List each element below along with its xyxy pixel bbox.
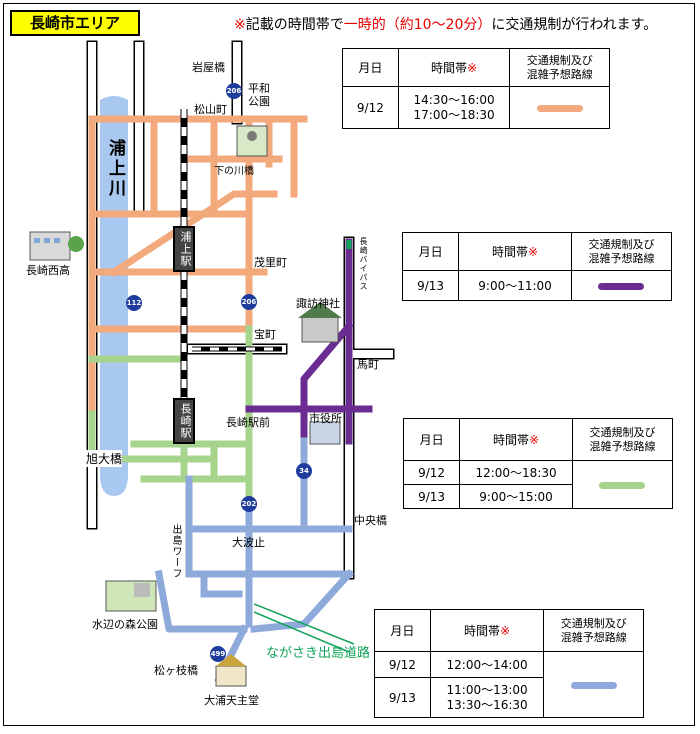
route-shield-34: 34 [296,463,312,479]
legend-swatch-cell [543,651,644,718]
label-shimonokawa: 下の川橋 [214,166,254,177]
legend-header-route: 交通規制及び 混雑予想路線 [543,609,644,652]
station-urakami: 浦上駅 [173,226,195,272]
notice-text1: 記載の時間帯で [245,17,344,33]
legend-header-time: 時間帯※ [429,609,545,652]
label-ekimae: 長崎駅前 [226,416,270,429]
map-frame: 長崎市エリア ※記載の時間帯で一時的（約10～20分）に交通規制が行われます。 … [3,3,695,726]
legend-time: 12:00～14:00 [429,651,545,678]
legend-time: 9:00～11:00 [458,270,572,301]
route-shield-206-south: 206 [241,294,257,310]
legend-date: 9/13 [402,484,461,509]
legend-swatch-orange [536,104,583,112]
city-hall-icon [309,421,341,445]
dejima-road [253,603,355,653]
label-nishi-high: 長崎西高 [26,264,70,277]
legend-swatch-cell [509,86,610,129]
legend-swatch-blue [570,681,617,689]
route-shield-112: 112 [126,295,142,311]
legend-header-route: 交通規制及び 混雑予想路線 [570,232,673,271]
label-oura: 大浦天主堂 [204,694,259,707]
oura-church-icon [215,654,247,687]
legend-header-time: 時間帯※ [459,418,573,461]
orange-routes [88,115,308,418]
legend-header-time: 時間帯※ [397,48,511,87]
label-dejima-road: ながさき出島道路 [266,646,371,661]
legend-time: 12:00～18:30 [459,460,573,485]
legend-table-orange: 月日 時間帯※ 交通規制及び 混雑予想路線 9/12 14:30～16:00 1… [342,48,610,129]
notice-mark: ※ [234,17,246,33]
legend-swatch-cell [571,460,674,509]
heiwa-park-icon [236,125,268,157]
route-shield-202: 202 [241,496,257,512]
legend-swatch-green [599,481,646,489]
legend-date: 9/12 [402,460,461,485]
route-shield-499: 499 [210,646,226,662]
label-matsugae: 松ヶ枝橋 [154,664,198,677]
legend-table-purple: 月日 時間帯※ 交通規制及び 混雑予想路線 9/13 9:00～11:00 [401,232,673,301]
notice: ※記載の時間帯で一時的（約10～20分）に交通規制が行われます。 [234,14,657,34]
label-city-hall: 市役所 [309,412,342,425]
route-shield-206-north: 206 [226,83,242,99]
label-iwaya: 岩屋橋 [192,61,225,74]
suwa-shrine-icon [298,302,342,343]
legend-header-time: 時間帯※ [458,232,572,271]
legend-table-green: 月日 時間帯※ 交通規制及び 混雑予想路線 9/12 12:00～18:30 9… [402,418,674,509]
urakami-river [100,96,128,496]
legend-header-date: 月日 [342,48,399,87]
legend-time: 11:00～13:00 13:30～16:30 [429,677,545,718]
legend-date: 9/12 [342,86,399,129]
label-uma: 馬町 [357,358,379,371]
notice-red: 一時的（約10～20分） [343,17,492,33]
legend-swatch-purple [598,282,645,290]
legend-header-date: 月日 [402,418,461,461]
label-asahi: 旭大橋 [86,450,123,467]
mizube-park-icon [105,580,157,612]
notice-text2: に交通規制が行われます。 [491,17,658,33]
legend-header-date: 月日 [374,609,431,652]
legend-header-route: 交通規制及び 混雑予想路線 [571,418,674,461]
legend-date: 9/12 [374,651,431,678]
label-takara: 宝町 [254,328,276,341]
label-chuo: 中央橋 [354,514,387,527]
legend-swatch-cell [570,270,673,301]
nishi-high-icon [29,231,84,261]
river-label: 浦上川 [105,139,125,199]
purple-routes [245,238,373,445]
label-bypass: 長崎バイパス [359,237,368,291]
station-nagasaki: 長崎駅 [173,398,195,444]
legend-date: 9/13 [401,270,460,301]
label-suwa: 諏訪神社 [296,297,340,310]
legend-time: 14:30～16:00 17:00～18:30 [397,86,511,129]
legend-table-blue: 月日 時間帯※ 交通規制及び 混雑予想路線 9/12 12:00～14:00 9… [374,609,644,718]
label-matsuyama: 松山町 [194,103,227,116]
label-mizube: 水辺の森公園 [92,618,158,631]
label-mori: 茂里町 [254,256,287,269]
legend-time: 9:00～15:00 [459,484,573,509]
route-map [29,40,395,687]
area-label: 長崎市エリア [10,10,140,36]
label-heiwa-park: 平和 公園 [248,82,270,108]
legend-header-route: 交通規制及び 混雑予想路線 [509,48,610,87]
label-ohato: 大波止 [232,536,265,549]
label-dejima-wharf: 出島ワーフ [170,524,181,579]
legend-header-date: 月日 [401,232,460,271]
legend-date: 9/13 [374,677,431,718]
